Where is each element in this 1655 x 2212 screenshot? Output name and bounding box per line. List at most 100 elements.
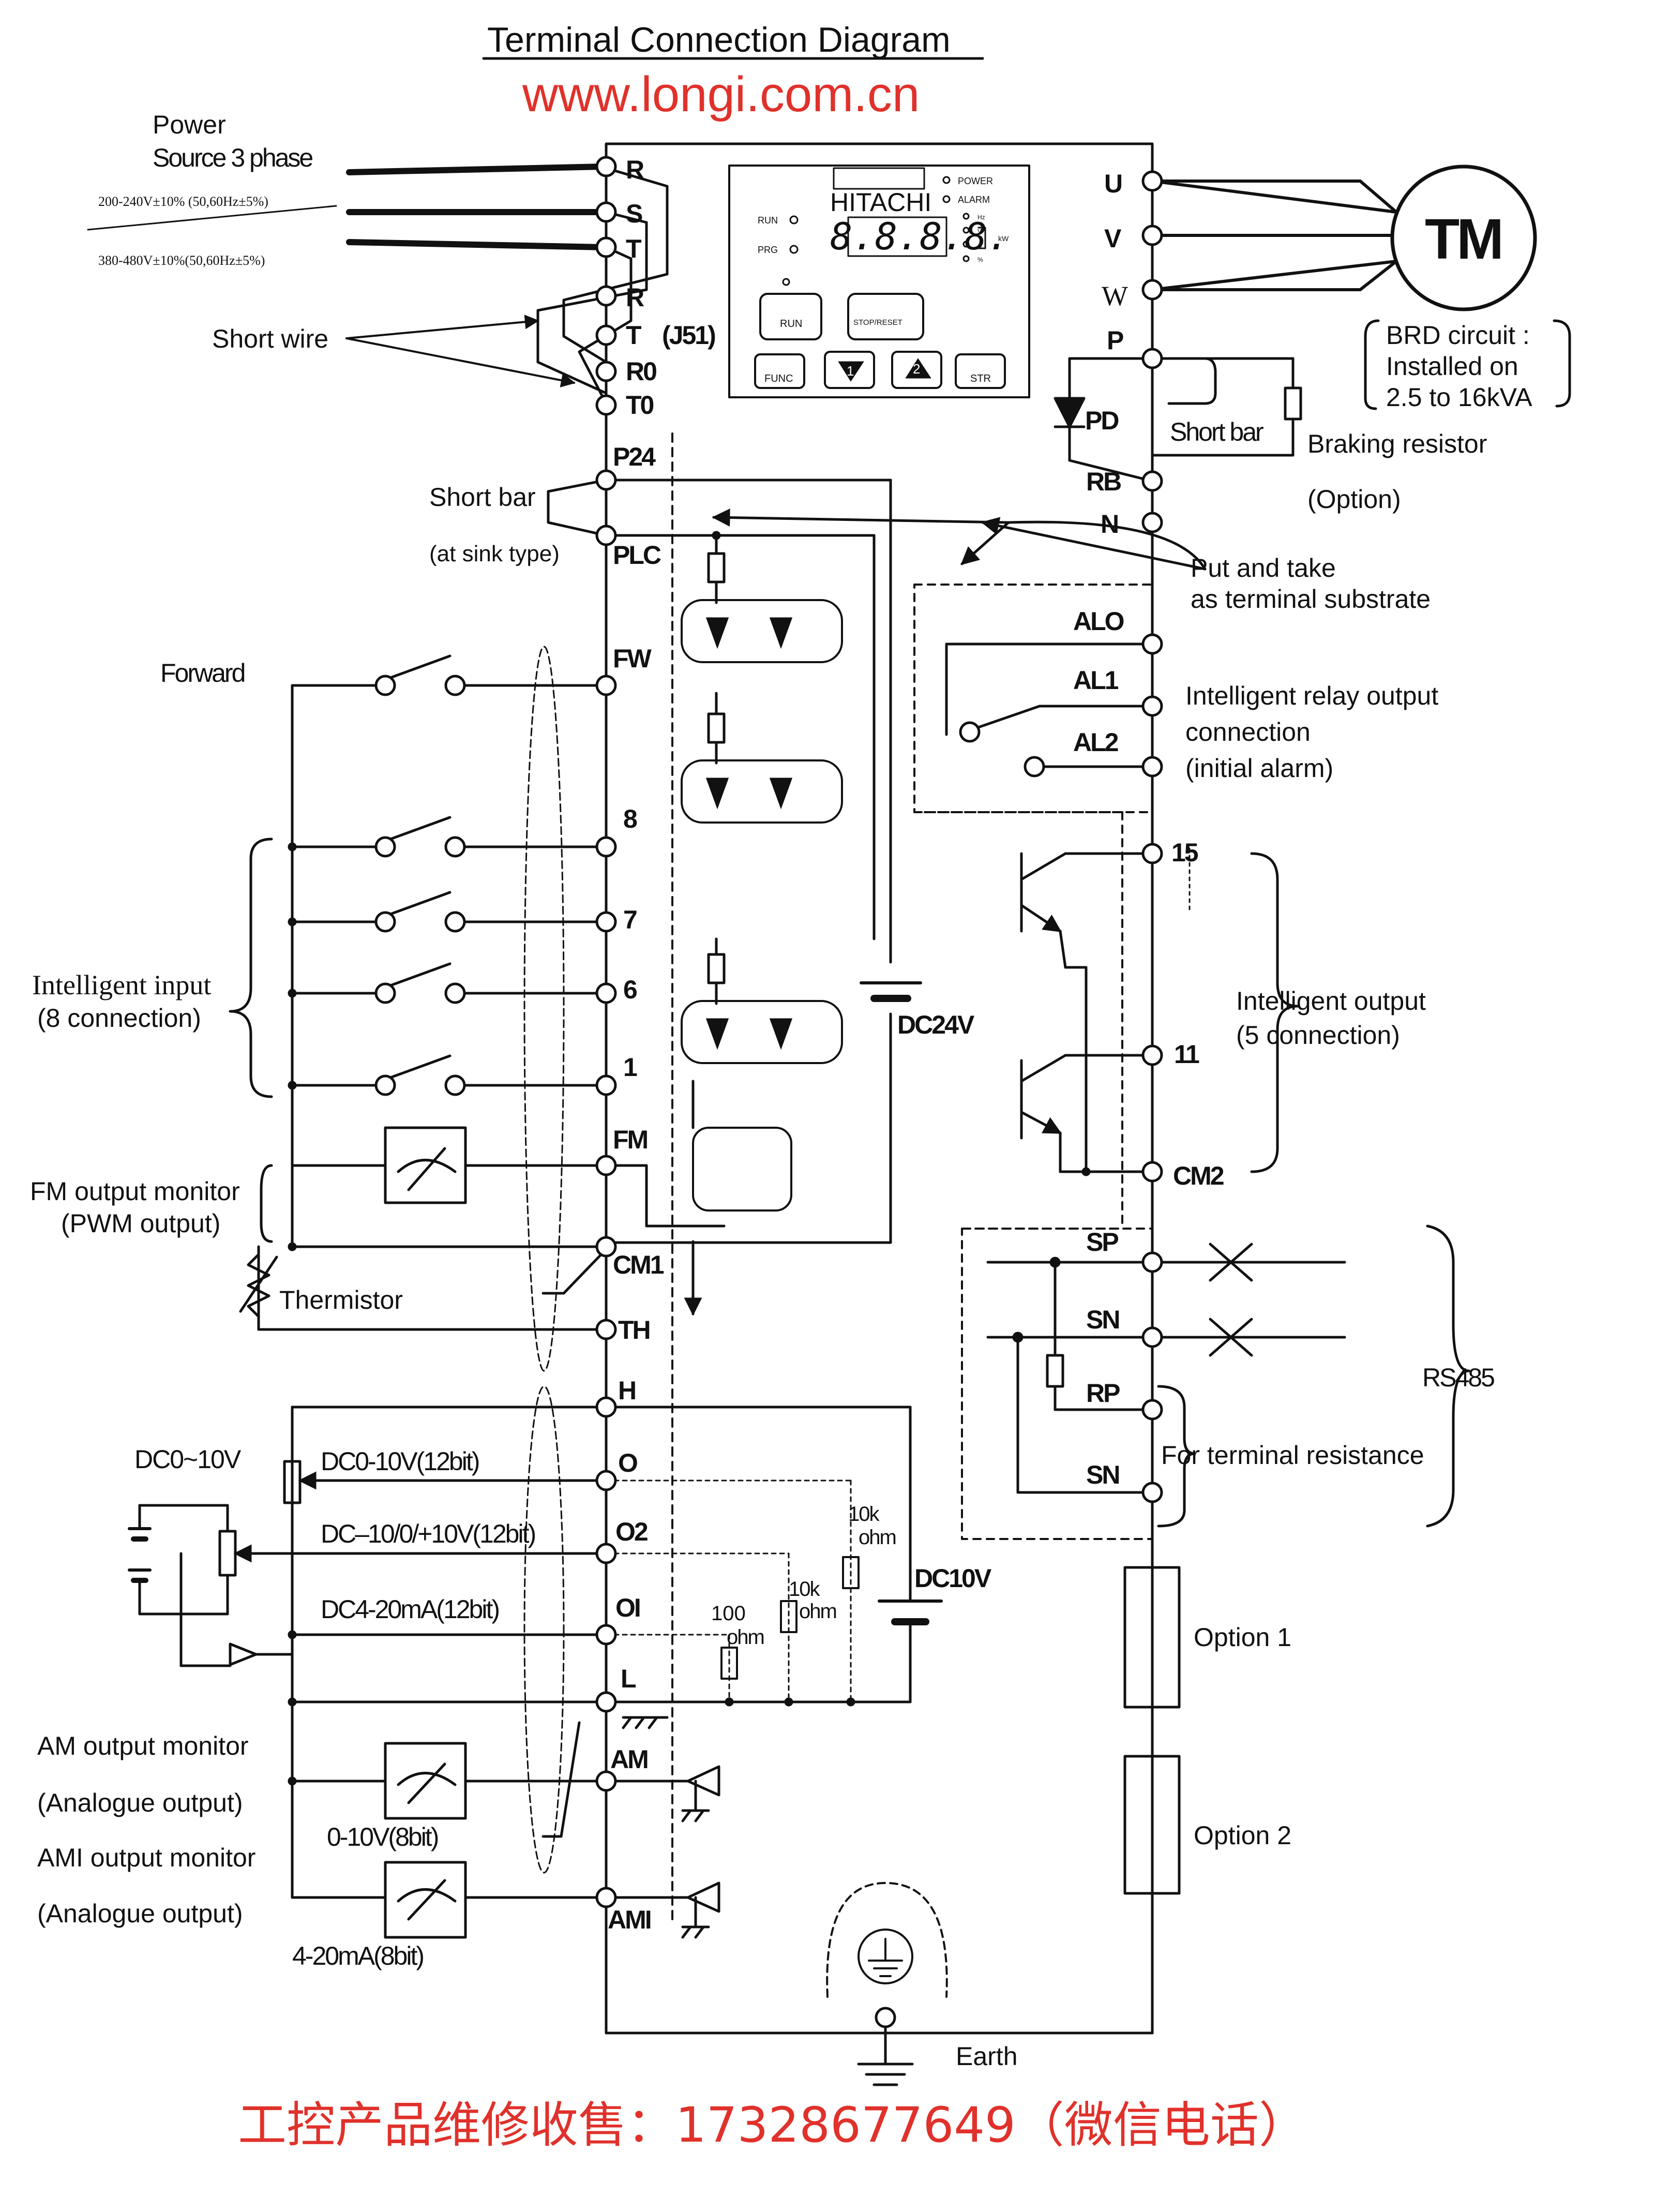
run-key-label: RUN bbox=[780, 318, 802, 330]
label-R0: R0 bbox=[626, 357, 656, 386]
terminal-O2[interactable] bbox=[595, 1543, 617, 1564]
terminal-AL1[interactable] bbox=[1141, 695, 1163, 717]
label-P24: P24 bbox=[613, 442, 656, 471]
terminal-TH[interactable] bbox=[595, 1319, 617, 1340]
terminal-U[interactable] bbox=[1141, 170, 1163, 192]
motor-label: TM bbox=[1425, 207, 1501, 271]
label-R: R bbox=[626, 155, 644, 184]
terminal-R[interactable] bbox=[595, 156, 617, 177]
label-RB: RB bbox=[1086, 467, 1121, 496]
label-P: P bbox=[1107, 326, 1123, 355]
terminal-P24[interactable] bbox=[595, 469, 617, 491]
j51-label: (J51) bbox=[662, 321, 715, 350]
terminal-ALO[interactable] bbox=[1141, 633, 1163, 655]
r10k-b-1: 10k bbox=[789, 1578, 820, 1601]
am-monitor-sub: (Analogue output) bbox=[37, 1788, 243, 1817]
terminal-7[interactable] bbox=[595, 911, 617, 933]
func-key[interactable] bbox=[754, 353, 805, 389]
terminal-FM[interactable] bbox=[595, 1155, 617, 1176]
rs485-label: RS485 bbox=[1422, 1363, 1494, 1392]
terminal-SN2[interactable] bbox=[1141, 1482, 1163, 1503]
option-2-label: Option 2 bbox=[1194, 1821, 1291, 1850]
terminal-1[interactable] bbox=[595, 1074, 617, 1096]
terminal-PLC[interactable] bbox=[595, 525, 617, 546]
terminal-AM[interactable] bbox=[595, 1770, 617, 1792]
relay-output-2: connection bbox=[1185, 718, 1311, 746]
stop-reset-key[interactable] bbox=[847, 293, 924, 340]
power-label-1: Power bbox=[153, 110, 226, 139]
terminal-RB[interactable] bbox=[1141, 470, 1163, 492]
panel-power-led: POWER bbox=[958, 176, 993, 186]
up-key-label: 1 bbox=[847, 363, 854, 379]
down-key[interactable] bbox=[891, 351, 942, 389]
terminal-P[interactable] bbox=[1141, 348, 1163, 369]
earth-label: Earth bbox=[956, 2042, 1018, 2071]
ami-monitor-sub: (Analogue output) bbox=[37, 1899, 243, 1928]
intelligent-input-label: Intelligent input bbox=[32, 969, 211, 1000]
am-range: 0-10V(8bit) bbox=[327, 1822, 438, 1851]
terminal-O[interactable] bbox=[595, 1470, 617, 1491]
terminal-15[interactable] bbox=[1141, 843, 1163, 864]
label-O2: O2 bbox=[615, 1517, 648, 1546]
terminal-11[interactable] bbox=[1141, 1044, 1163, 1066]
label-6: 6 bbox=[623, 975, 637, 1004]
label-11: 11 bbox=[1174, 1040, 1199, 1069]
label-AM: AM bbox=[610, 1745, 648, 1774]
run-key[interactable] bbox=[759, 293, 822, 340]
brd-line-2: Installed on bbox=[1386, 352, 1518, 381]
option-1-label: Option 1 bbox=[1194, 1623, 1291, 1652]
terminal-CM1[interactable] bbox=[595, 1236, 617, 1258]
terminal-SP[interactable] bbox=[1141, 1251, 1163, 1273]
panel-alarm-led: ALARM bbox=[958, 195, 990, 205]
oi-desc: DC4-20mA(12bit) bbox=[321, 1595, 499, 1624]
panel-run-led: RUN bbox=[758, 215, 778, 226]
dc24v-label: DC24V bbox=[897, 1010, 975, 1039]
terminal-L[interactable] bbox=[595, 1691, 617, 1713]
label-15: 15 bbox=[1171, 838, 1198, 867]
terminal-CM2[interactable] bbox=[1141, 1161, 1163, 1183]
str-key-label: STR bbox=[970, 373, 991, 384]
terminal-W[interactable] bbox=[1141, 279, 1163, 301]
terminal-AMI[interactable] bbox=[595, 1887, 617, 1908]
operator-panel bbox=[728, 165, 1030, 398]
str-key[interactable] bbox=[955, 353, 1006, 389]
label-SN: SN bbox=[1086, 1305, 1119, 1334]
label-1: 1 bbox=[623, 1053, 637, 1082]
option-1-box bbox=[1123, 1566, 1181, 1709]
terminal-AL2[interactable] bbox=[1141, 756, 1163, 778]
terminal-T[interactable] bbox=[595, 236, 617, 258]
label-L: L bbox=[621, 1664, 636, 1693]
terminal-N[interactable] bbox=[1141, 512, 1163, 533]
short-wire-label: Short wire bbox=[212, 324, 328, 353]
label-AL2: AL2 bbox=[1073, 728, 1118, 757]
terminal-T2[interactable] bbox=[595, 324, 617, 346]
for-terminal-resistance: For terminal resistance bbox=[1161, 1441, 1424, 1470]
terminal-R2[interactable] bbox=[595, 285, 617, 307]
up-key[interactable] bbox=[824, 351, 875, 389]
terminal-6[interactable] bbox=[595, 982, 617, 1004]
braking-resistor-label: Braking resistor bbox=[1307, 429, 1487, 458]
terminal-RP[interactable] bbox=[1141, 1399, 1163, 1421]
terminal-R0[interactable] bbox=[595, 361, 617, 382]
terminal-8[interactable] bbox=[595, 836, 617, 858]
label-T2: T bbox=[626, 321, 641, 350]
label-AMI: AMI bbox=[608, 1905, 651, 1934]
short-bar-right-label: Short bar bbox=[1170, 417, 1263, 446]
label-AL1: AL1 bbox=[1073, 666, 1119, 695]
label-RP: RP bbox=[1086, 1379, 1120, 1408]
ami-range: 4-20mA(8bit) bbox=[292, 1941, 423, 1970]
terminal-FW[interactable] bbox=[595, 675, 617, 696]
terminal-H[interactable] bbox=[595, 1396, 617, 1418]
label-ALO: ALO bbox=[1073, 607, 1124, 636]
panel-prg-led: PRG bbox=[758, 245, 778, 255]
motor bbox=[1390, 165, 1537, 311]
terminal-T0[interactable] bbox=[595, 394, 617, 416]
terminal-SN[interactable] bbox=[1141, 1326, 1163, 1348]
terminal-V[interactable] bbox=[1141, 225, 1163, 246]
terminal-OI[interactable] bbox=[595, 1624, 617, 1646]
terminal-S[interactable] bbox=[595, 201, 617, 223]
panel-unit-a: A bbox=[977, 242, 982, 249]
short-bar-left-label: Short bar bbox=[429, 483, 536, 512]
brd-line-1: BRD circuit : bbox=[1386, 321, 1530, 350]
at-sink-type-label: (at sink type) bbox=[429, 541, 560, 566]
